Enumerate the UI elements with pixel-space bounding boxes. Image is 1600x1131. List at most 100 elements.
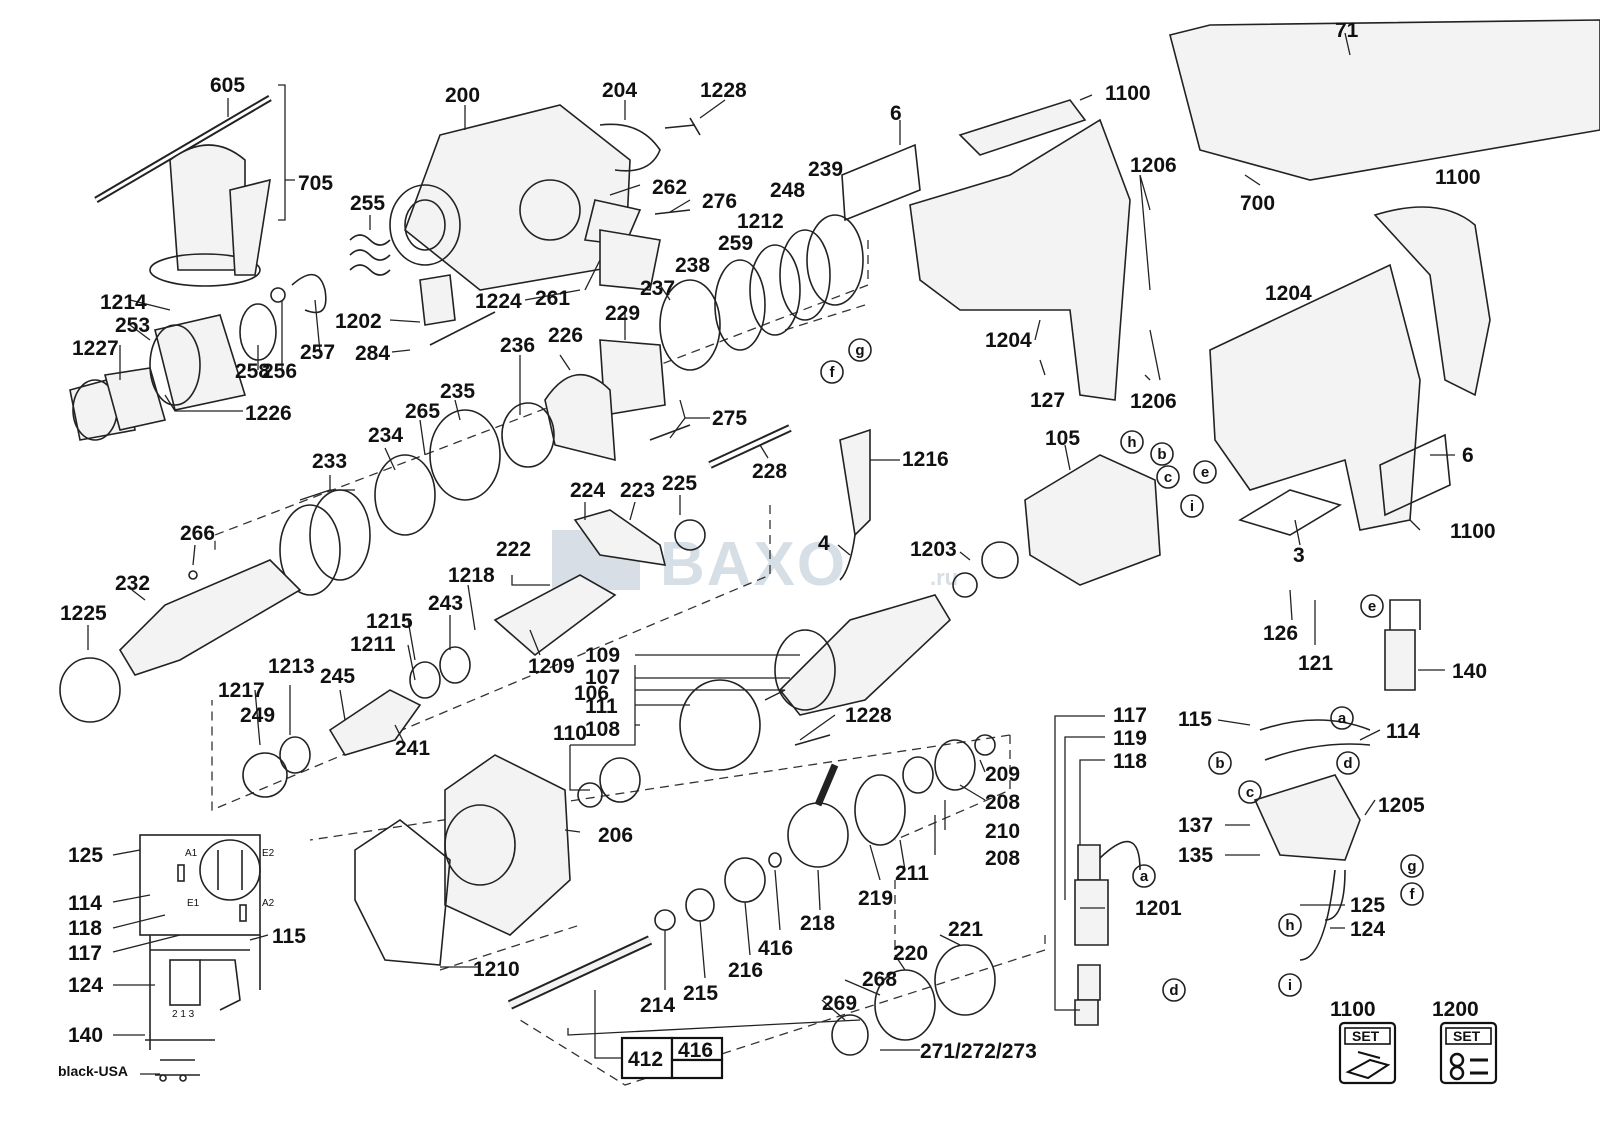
part-label-1100-grip: 1100 (1435, 166, 1481, 189)
part-label-268: 268 (862, 968, 897, 991)
part-label-211: 211 (895, 862, 929, 885)
part-label-111: 111 (585, 695, 618, 718)
part-label-124: 124 (1350, 918, 1385, 941)
part-label-1203: 1203 (910, 538, 957, 561)
part-label-219: 219 (858, 887, 893, 910)
part-label-220: 220 (893, 942, 928, 965)
part-label-6: 6 (890, 102, 902, 125)
lead-marker-i: i (1190, 498, 1194, 515)
schematic-a1: A1 (185, 848, 198, 859)
part-label-3: 3 (1293, 544, 1305, 567)
watermark-suffix: .ru (930, 565, 958, 590)
lead-marker-h: h (1127, 434, 1136, 451)
lead-marker-g-2: g (1407, 858, 1416, 875)
part-label-200: 200 (445, 84, 480, 107)
part-label-114: 114 (1386, 720, 1420, 743)
part-label-210: 210 (985, 820, 1020, 843)
lead-marker-a-2: a (1140, 868, 1149, 885)
part-label-115-schematic: 115 (272, 925, 306, 948)
lead-marker-c-2: c (1246, 784, 1254, 801)
part-labels: 605 705 200 204 1228 1100 71 700 1100 25… (60, 19, 1496, 1063)
wiring-schematic: A1 E2 E1 A2 2 1 3 black-USA (58, 834, 275, 1082)
part-label-1100-b: 1100 (1450, 520, 1496, 543)
part-label-257: 257 (300, 341, 335, 364)
leader-lines (87, 32, 1455, 1075)
part-label-105: 105 (1045, 427, 1080, 450)
schematic-a2: A2 (262, 898, 275, 909)
part-label-238: 238 (675, 254, 710, 277)
lead-marker-h-2: h (1285, 917, 1294, 934)
part-label-1100: 1100 (1105, 82, 1151, 105)
part-label-118: 118 (1113, 750, 1147, 773)
part-label-125-schematic: 125 (68, 844, 103, 867)
part-label-214: 214 (640, 994, 675, 1017)
part-label-1205: 1205 (1378, 794, 1425, 817)
schematic-e2: E2 (262, 848, 275, 859)
lead-marker-f-2: f (1410, 886, 1416, 903)
part-label-705: 705 (298, 172, 333, 195)
part-label-114-schematic: 114 (68, 892, 102, 915)
part-label-1227: 1227 (72, 337, 119, 360)
lead-marker-d: d (1343, 755, 1352, 772)
part-label-1216: 1216 (902, 448, 949, 471)
part-label-225: 225 (662, 472, 697, 495)
part-label-271-272-273: 271/272/273 (920, 1040, 1037, 1063)
part-label-262: 262 (652, 176, 687, 199)
part-label-137: 137 (1178, 814, 1213, 837)
part-label-119: 119 (1113, 727, 1147, 750)
schematic-e1: E1 (187, 898, 200, 909)
kit-label-412: 412 (628, 1048, 663, 1071)
part-label-700: 700 (1240, 192, 1275, 215)
kit-label-416: 416 (678, 1039, 713, 1062)
part-label-1215: 1215 (366, 610, 413, 633)
part-label-1213: 1213 (268, 655, 315, 678)
part-label-208: 208 (985, 791, 1020, 814)
part-label-236: 236 (500, 334, 535, 357)
lead-marker-a: a (1338, 710, 1347, 727)
part-label-276: 276 (702, 190, 737, 213)
lead-marker-d-2: d (1169, 982, 1178, 999)
part-label-234: 234 (368, 424, 403, 447)
part-label-237: 237 (640, 277, 675, 300)
part-label-4: 4 (818, 532, 830, 555)
lead-markers: h b c e i f g e a a b c d d g f h i (820, 338, 1424, 1002)
part-label-1218: 1218 (448, 564, 495, 587)
part-label-605: 605 (210, 74, 245, 97)
part-label-229: 229 (605, 302, 640, 325)
part-label-1226: 1226 (245, 402, 292, 425)
part-label-222: 222 (496, 538, 531, 561)
part-label-140-schematic: 140 (68, 1024, 103, 1047)
part-label-1201: 1201 (1135, 897, 1182, 920)
part-label-108: 108 (585, 718, 620, 741)
part-label-109: 109 (585, 644, 620, 667)
part-label-241: 241 (395, 737, 430, 760)
parts-drawings (59, 19, 1600, 1056)
part-label-117-schematic: 117 (68, 942, 102, 965)
set-badge-1200: 1200 SET (1432, 998, 1498, 1085)
part-label-233: 233 (312, 450, 347, 473)
screw-set-icon (1449, 1052, 1488, 1081)
part-label-127: 127 (1030, 389, 1065, 412)
set-badge-text-1200: SET (1453, 1028, 1481, 1044)
part-label-121: 121 (1298, 652, 1333, 675)
part-label-239: 239 (808, 158, 843, 181)
part-label-135: 135 (1178, 844, 1213, 867)
part-label-215: 215 (683, 982, 718, 1005)
schematic-black-usa: black-USA (58, 1063, 128, 1079)
part-label-1209: 1209 (528, 655, 575, 678)
set-badge-text-1100: SET (1352, 1028, 1380, 1044)
part-label-124-schematic: 124 (68, 974, 103, 997)
part-label-1206: 1206 (1130, 154, 1177, 177)
part-label-218: 218 (800, 912, 835, 935)
watermark-brand: BAXO (660, 530, 847, 599)
part-label-261: 261 (535, 287, 570, 310)
part-label-1212: 1212 (737, 210, 784, 233)
lead-marker-e-2: e (1368, 598, 1376, 615)
lead-marker-b: b (1157, 446, 1166, 463)
part-label-228: 228 (752, 460, 787, 483)
housing-set-icon (1345, 1051, 1391, 1080)
part-label-221: 221 (948, 918, 983, 941)
part-label-416: 416 (758, 937, 793, 960)
part-label-232: 232 (115, 572, 150, 595)
